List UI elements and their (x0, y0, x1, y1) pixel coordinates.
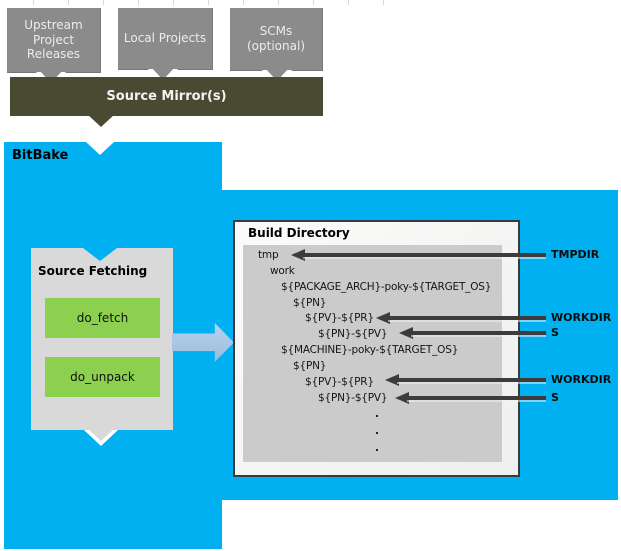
local-projects-label: Local Projects (123, 31, 207, 46)
tmpdir-label: TMPDIR (551, 248, 600, 261)
workdir2-arrow-line (397, 378, 546, 382)
s2-arrow-line (407, 396, 546, 400)
tmpdir-arrow-line (303, 253, 546, 257)
workdir1-arrowhead-icon (376, 312, 390, 324)
dir-tree-ellipsis-dot: . (375, 408, 379, 420)
source-fetching-box (31, 248, 173, 430)
s2-arrowhead-icon (395, 392, 409, 404)
upstream-project-releases-label: Upstream Project Releases (24, 18, 83, 62)
dir-tree-pn-2: ${PN} (293, 360, 327, 372)
dir-tree-pn-pv-2: ${PN}-${PV} (318, 392, 388, 404)
dir-tree-work: work (270, 265, 295, 277)
source-fetching-title: Source Fetching (38, 264, 148, 278)
source-mirror-label: Source Mirror(s) (106, 89, 227, 104)
do-unpack-box: do_unpack (45, 357, 160, 397)
workdir-label-1: WORKDIR (551, 311, 612, 324)
ruler-ticks (33, 0, 389, 5)
dir-tree-pn-pv-1: ${PN}-${PV} (318, 328, 388, 340)
build-directory-title: Build Directory (248, 226, 350, 240)
dir-tree-pn-1: ${PN} (293, 297, 327, 309)
workdir-label-2: WORKDIR (551, 373, 612, 386)
s-label-2: S (551, 391, 559, 404)
scms-label: SCMs (optional) (247, 24, 305, 53)
dir-tree-machine: ${MACHINE}-poky-${TARGET_OS} (281, 344, 459, 356)
s1-arrowhead-icon (399, 327, 413, 339)
dir-tree-pv-pr-1: ${PV}-${PR} (305, 312, 374, 324)
build-directory-inner-panel (243, 245, 502, 462)
dir-tree-ellipsis-dot: . (375, 425, 379, 437)
dir-tree-tmp: tmp (258, 249, 279, 261)
dir-tree-package-arch: ${PACKAGE_ARCH}-poky-${TARGET_OS} (281, 281, 492, 293)
dir-tree-ellipsis-dot: . (375, 442, 379, 454)
scms-box: SCMs (optional) (230, 8, 323, 71)
s1-arrow-line (411, 331, 546, 335)
do-fetch-label: do_fetch (76, 311, 129, 325)
tmpdir-arrowhead-icon (291, 249, 305, 261)
source-mirror-bar: Source Mirror(s) (10, 77, 323, 116)
bitbake-label: BitBake (12, 148, 69, 163)
dir-tree-pv-pr-2: ${PV}-${PR} (305, 376, 374, 388)
do-fetch-box: do_fetch (45, 298, 160, 338)
workdir2-arrowhead-icon (385, 374, 399, 386)
local-projects-box: Local Projects (118, 8, 213, 70)
do-unpack-label: do_unpack (70, 370, 135, 384)
workdir1-arrow-line (388, 316, 546, 320)
s-label-1: S (551, 326, 559, 339)
upstream-project-releases-box: Upstream Project Releases (7, 8, 101, 73)
